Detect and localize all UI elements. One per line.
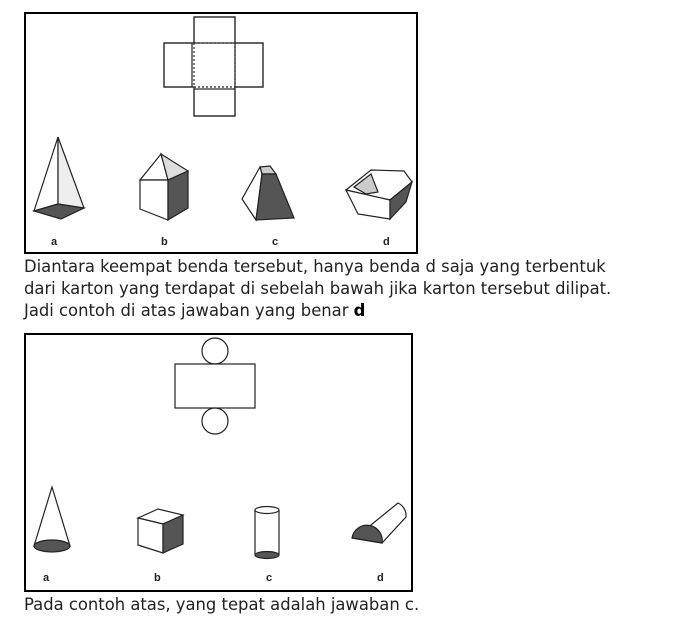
option-label-d: d (383, 236, 390, 248)
explanation-line-2: dari karton yang terdapat di sebelah baw… (24, 279, 612, 298)
explanation-paragraph-1: Diantara keempat benda tersebut, hanya b… (24, 256, 611, 322)
option-label-a: a (51, 236, 58, 248)
explanation-line-1: Pada contoh atas, yang tepat adalah jawa… (24, 595, 420, 614)
option-label-c: c (272, 236, 279, 248)
figure-cube-net: a b c d (24, 12, 418, 254)
figure-cylinder-net: a b c d (24, 333, 413, 592)
option-b-house (138, 152, 190, 222)
option-d-half-cylinder (351, 502, 407, 544)
figure-cylinder-net-drawing (33, 337, 407, 560)
answer-letter: d (353, 301, 366, 320)
option-a-pyramid (31, 136, 87, 220)
option-c-frustum (241, 165, 295, 222)
explanation-line-3: Jadi contoh di atas jawaban yang benar (24, 301, 354, 320)
explanation-line-1: Diantara keempat benda tersebut, hanya b… (24, 257, 606, 276)
option-label-d: d (377, 572, 384, 584)
option-b-cube (136, 508, 185, 554)
option-a-cone (33, 484, 71, 553)
figure-cube-net-drawing (31, 16, 414, 222)
option-label-a: a (43, 572, 50, 584)
option-label-c: c (266, 572, 273, 584)
cube-net-diagram (163, 16, 264, 117)
option-label-b: b (154, 572, 161, 584)
explanation-paragraph-2: Pada contoh atas, yang tepat adalah jawa… (24, 594, 419, 616)
option-d-open-box (344, 169, 414, 221)
option-label-b: b (161, 236, 168, 248)
option-c-cylinder (254, 505, 280, 560)
cylinder-net-diagram (174, 337, 256, 435)
